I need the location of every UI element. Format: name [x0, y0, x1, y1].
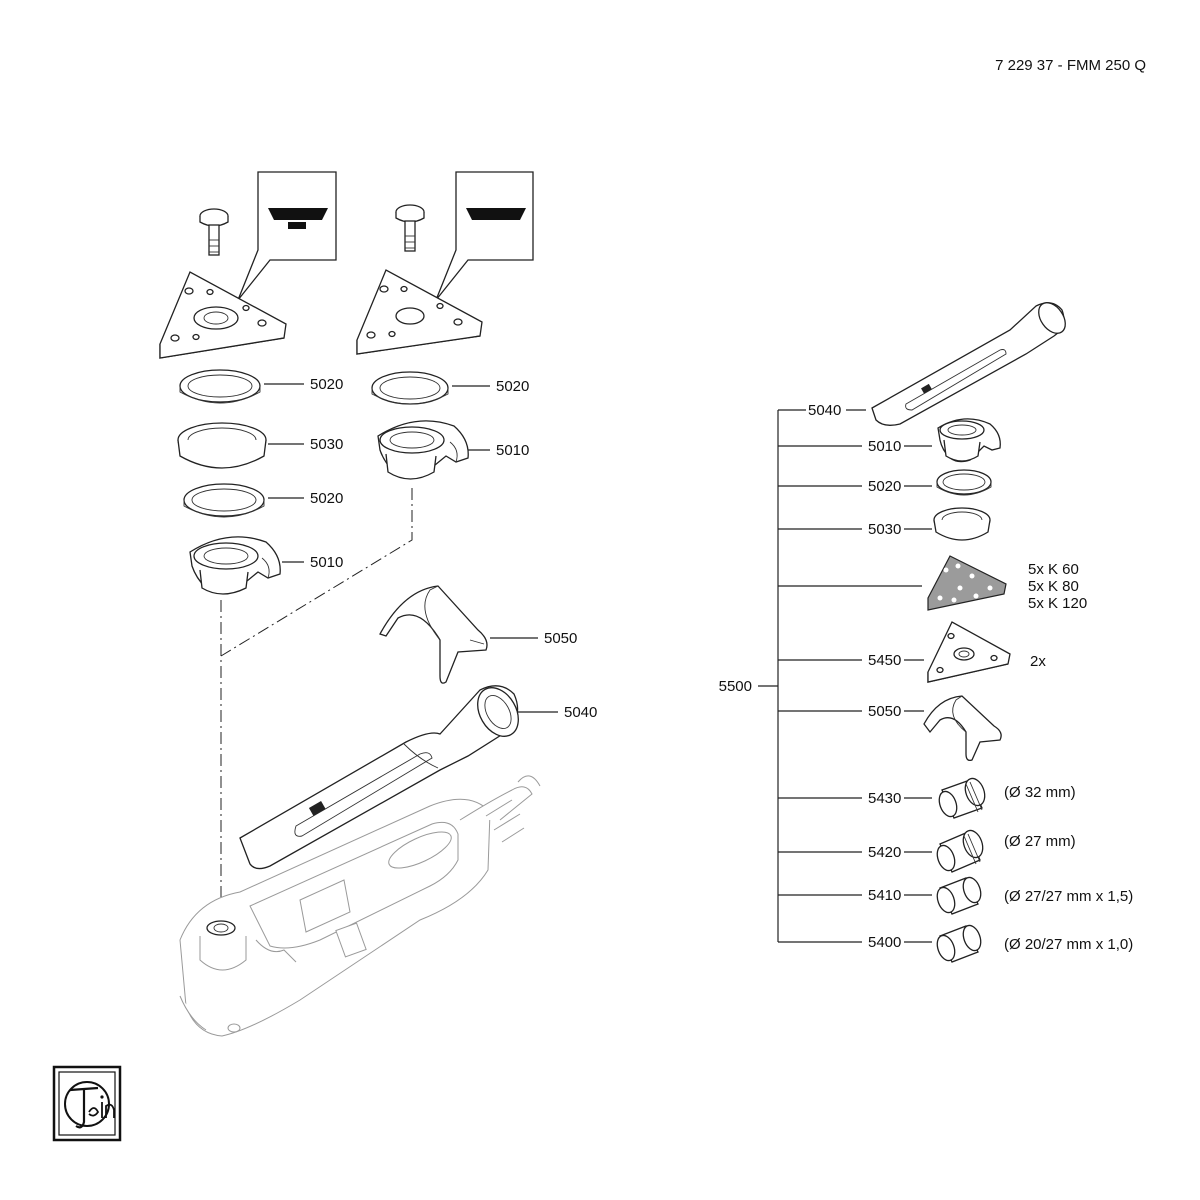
left-callouts: 5020 5030 5020 5010 5020 5010 5050 5040 [264, 376, 597, 721]
label-5010-a: 5010 [310, 554, 343, 571]
kit-hood-cover [923, 695, 1002, 762]
kit-code-5050: 5050 [868, 703, 901, 720]
kit-code-5040: 5040 [808, 402, 841, 419]
kit-sanding-sheet [927, 555, 1007, 611]
kit-sheet-note-1: 5x K 60 [1028, 561, 1079, 578]
multitool-body [179, 775, 541, 1037]
label-5050: 5050 [544, 630, 577, 647]
kit-bearing-ring [933, 507, 991, 541]
kit-adapter-27-note: (Ø 27 mm) [1004, 833, 1076, 850]
kit-sleeve-20 [936, 924, 982, 963]
sanding-pad-b [356, 269, 483, 355]
kit-sleeve-27-note: (Ø 27/27 mm x 1,5) [1004, 888, 1133, 905]
pad-assembly-b [356, 171, 534, 480]
clamping-screw-a [199, 208, 229, 256]
seal-ring-a1 [179, 369, 261, 404]
kit-sanding-pad [927, 621, 1011, 683]
kit-sheet-note-3: 5x K 120 [1028, 595, 1087, 612]
label-5010-b: 5010 [496, 442, 529, 459]
hood-cover-left [379, 585, 488, 684]
bearing-ring-a [177, 422, 267, 469]
document-id: 7 229 37 - FMM 250 Q [995, 57, 1146, 74]
extraction-hood-a [189, 536, 281, 595]
seal-ring-a2 [183, 483, 265, 518]
kit-adapter-32-note: (Ø 32 mm) [1004, 784, 1076, 801]
kit-sleeve-20-note: (Ø 20/27 mm x 1,0) [1004, 936, 1133, 953]
extraction-tube-left [239, 685, 519, 870]
kit-extraction-hood [937, 418, 1001, 463]
kit-number: 5500 [719, 678, 752, 695]
pad-assembly-a [159, 171, 337, 595]
label-5020-a: 5020 [310, 376, 343, 393]
extraction-hood-b [377, 420, 469, 480]
kit-pad-note: 2x [1030, 653, 1046, 670]
sanding-pad-a [159, 271, 287, 359]
clamping-screw-b [395, 204, 425, 252]
kit-code-5400: 5400 [868, 934, 901, 951]
kit-code-5020: 5020 [868, 478, 901, 495]
seal-ring-b [371, 371, 449, 405]
label-5020-c: 5020 [310, 490, 343, 507]
pad-profile-callout-b [435, 171, 534, 301]
kit-code-5420: 5420 [868, 844, 901, 861]
kit-sheet-note-2: 5x K 80 [1028, 578, 1079, 595]
kit-adapter-27 [936, 829, 984, 873]
kit-code-5430: 5430 [868, 790, 901, 807]
kit-adapter-32 [938, 777, 986, 819]
kit-code-5010: 5010 [868, 438, 901, 455]
assembly-axis-b [220, 488, 413, 657]
kit-sleeve-27 [936, 876, 982, 915]
kit-tree: 5500 5040 5010 5020 [719, 302, 1133, 963]
brand-logo [52, 1065, 122, 1142]
kit-code-5410: 5410 [868, 887, 901, 904]
label-5040: 5040 [564, 704, 597, 721]
kit-seal-ring [936, 469, 992, 496]
label-5020-b: 5020 [496, 378, 529, 395]
kit-code-5030: 5030 [868, 521, 901, 538]
pad-profile-callout-a [237, 171, 337, 301]
kit-extraction-tube [871, 302, 1066, 426]
kit-code-5450: 5450 [868, 652, 901, 669]
label-5030-a: 5030 [310, 436, 343, 453]
